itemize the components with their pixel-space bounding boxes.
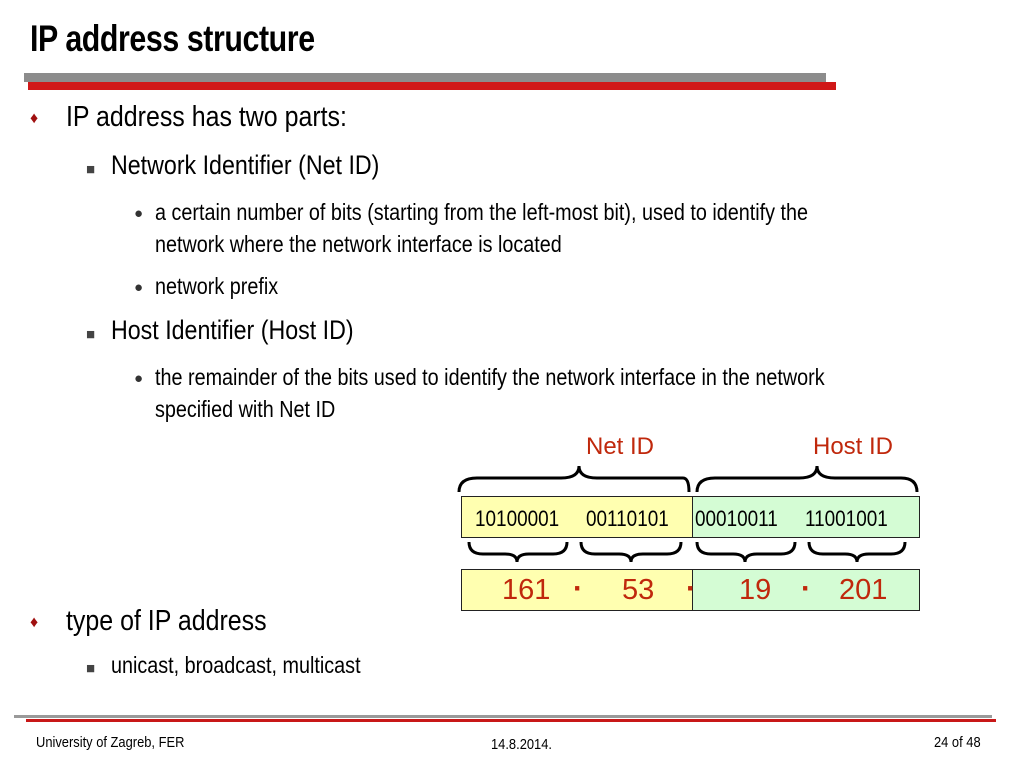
bullet-host-id: Host Identifier (Host ID) (111, 315, 354, 345)
bullet-network-prefix: network prefix (155, 273, 279, 299)
octet-2-decimal: 53 (622, 574, 655, 606)
square-bullet-icon: ■ (86, 161, 96, 178)
binary-address-row: 10100001 00110101 00010011 11001001 (461, 496, 920, 538)
octet-2-bits: 00110101 (586, 506, 669, 531)
net-id-label: Net ID (586, 433, 655, 460)
footer-institution: University of Zagreb, FER (36, 734, 185, 751)
octet-1-decimal: 161 (502, 574, 551, 606)
octet-1-bits: 10100001 (475, 506, 560, 531)
net-id-decimal-cell: 161 · 53 · (462, 570, 696, 610)
footer-line-gray (14, 715, 992, 718)
separator-dot: · (801, 572, 811, 605)
net-id-bits-cell: 10100001 00110101 (462, 497, 693, 537)
title-underline-red (28, 82, 836, 90)
circle-bullet-icon: ● (134, 370, 144, 387)
octet-3-decimal: 19 (739, 574, 772, 606)
footer-date: 14.8.2014. (491, 736, 552, 753)
circle-bullet-icon: ● (134, 279, 144, 296)
bullet-host-id-desc-2: specified with Net ID (155, 396, 336, 422)
title-underline-gray (24, 73, 826, 82)
bullet-ip-type: type of IP address (66, 605, 267, 637)
square-bullet-icon: ■ (86, 660, 96, 677)
bullet-net-id-desc-2: network where the network interface is l… (155, 231, 562, 257)
host-id-decimal-cell: 19 · 201 (693, 570, 919, 610)
octet-4-bits: 11001001 (805, 506, 888, 531)
footer-line-red (26, 719, 996, 722)
slide-title: IP address structure (30, 18, 315, 59)
host-id-label: Host ID (813, 433, 894, 460)
octet-4-decimal: 201 (839, 574, 888, 606)
decimal-address-row: 161 · 53 · 19 · 201 (461, 569, 920, 611)
octet-braces (467, 541, 907, 563)
bullet-host-id-desc-1: the remainder of the bits used to identi… (155, 364, 825, 390)
bullet-ip-type-list: unicast, broadcast, multicast (111, 652, 361, 678)
bullet-net-id-desc-1: a certain number of bits (starting from … (155, 199, 809, 225)
square-bullet-icon: ■ (86, 326, 96, 343)
host-id-bits-cell: 00010011 11001001 (693, 497, 919, 537)
separator-dot: · (686, 572, 696, 605)
bullet-net-id: Network Identifier (Net ID) (111, 150, 380, 180)
bullet-ip-parts: IP address has two parts: (66, 101, 347, 133)
diamond-bullet-icon: ♦ (30, 614, 39, 631)
diamond-bullet-icon: ♦ (30, 110, 39, 127)
circle-bullet-icon: ● (134, 205, 144, 222)
id-braces (457, 465, 919, 493)
footer-page-number: 24 of 48 (934, 734, 981, 751)
separator-dot: · (573, 572, 583, 605)
octet-3-bits: 00010011 (695, 506, 778, 531)
